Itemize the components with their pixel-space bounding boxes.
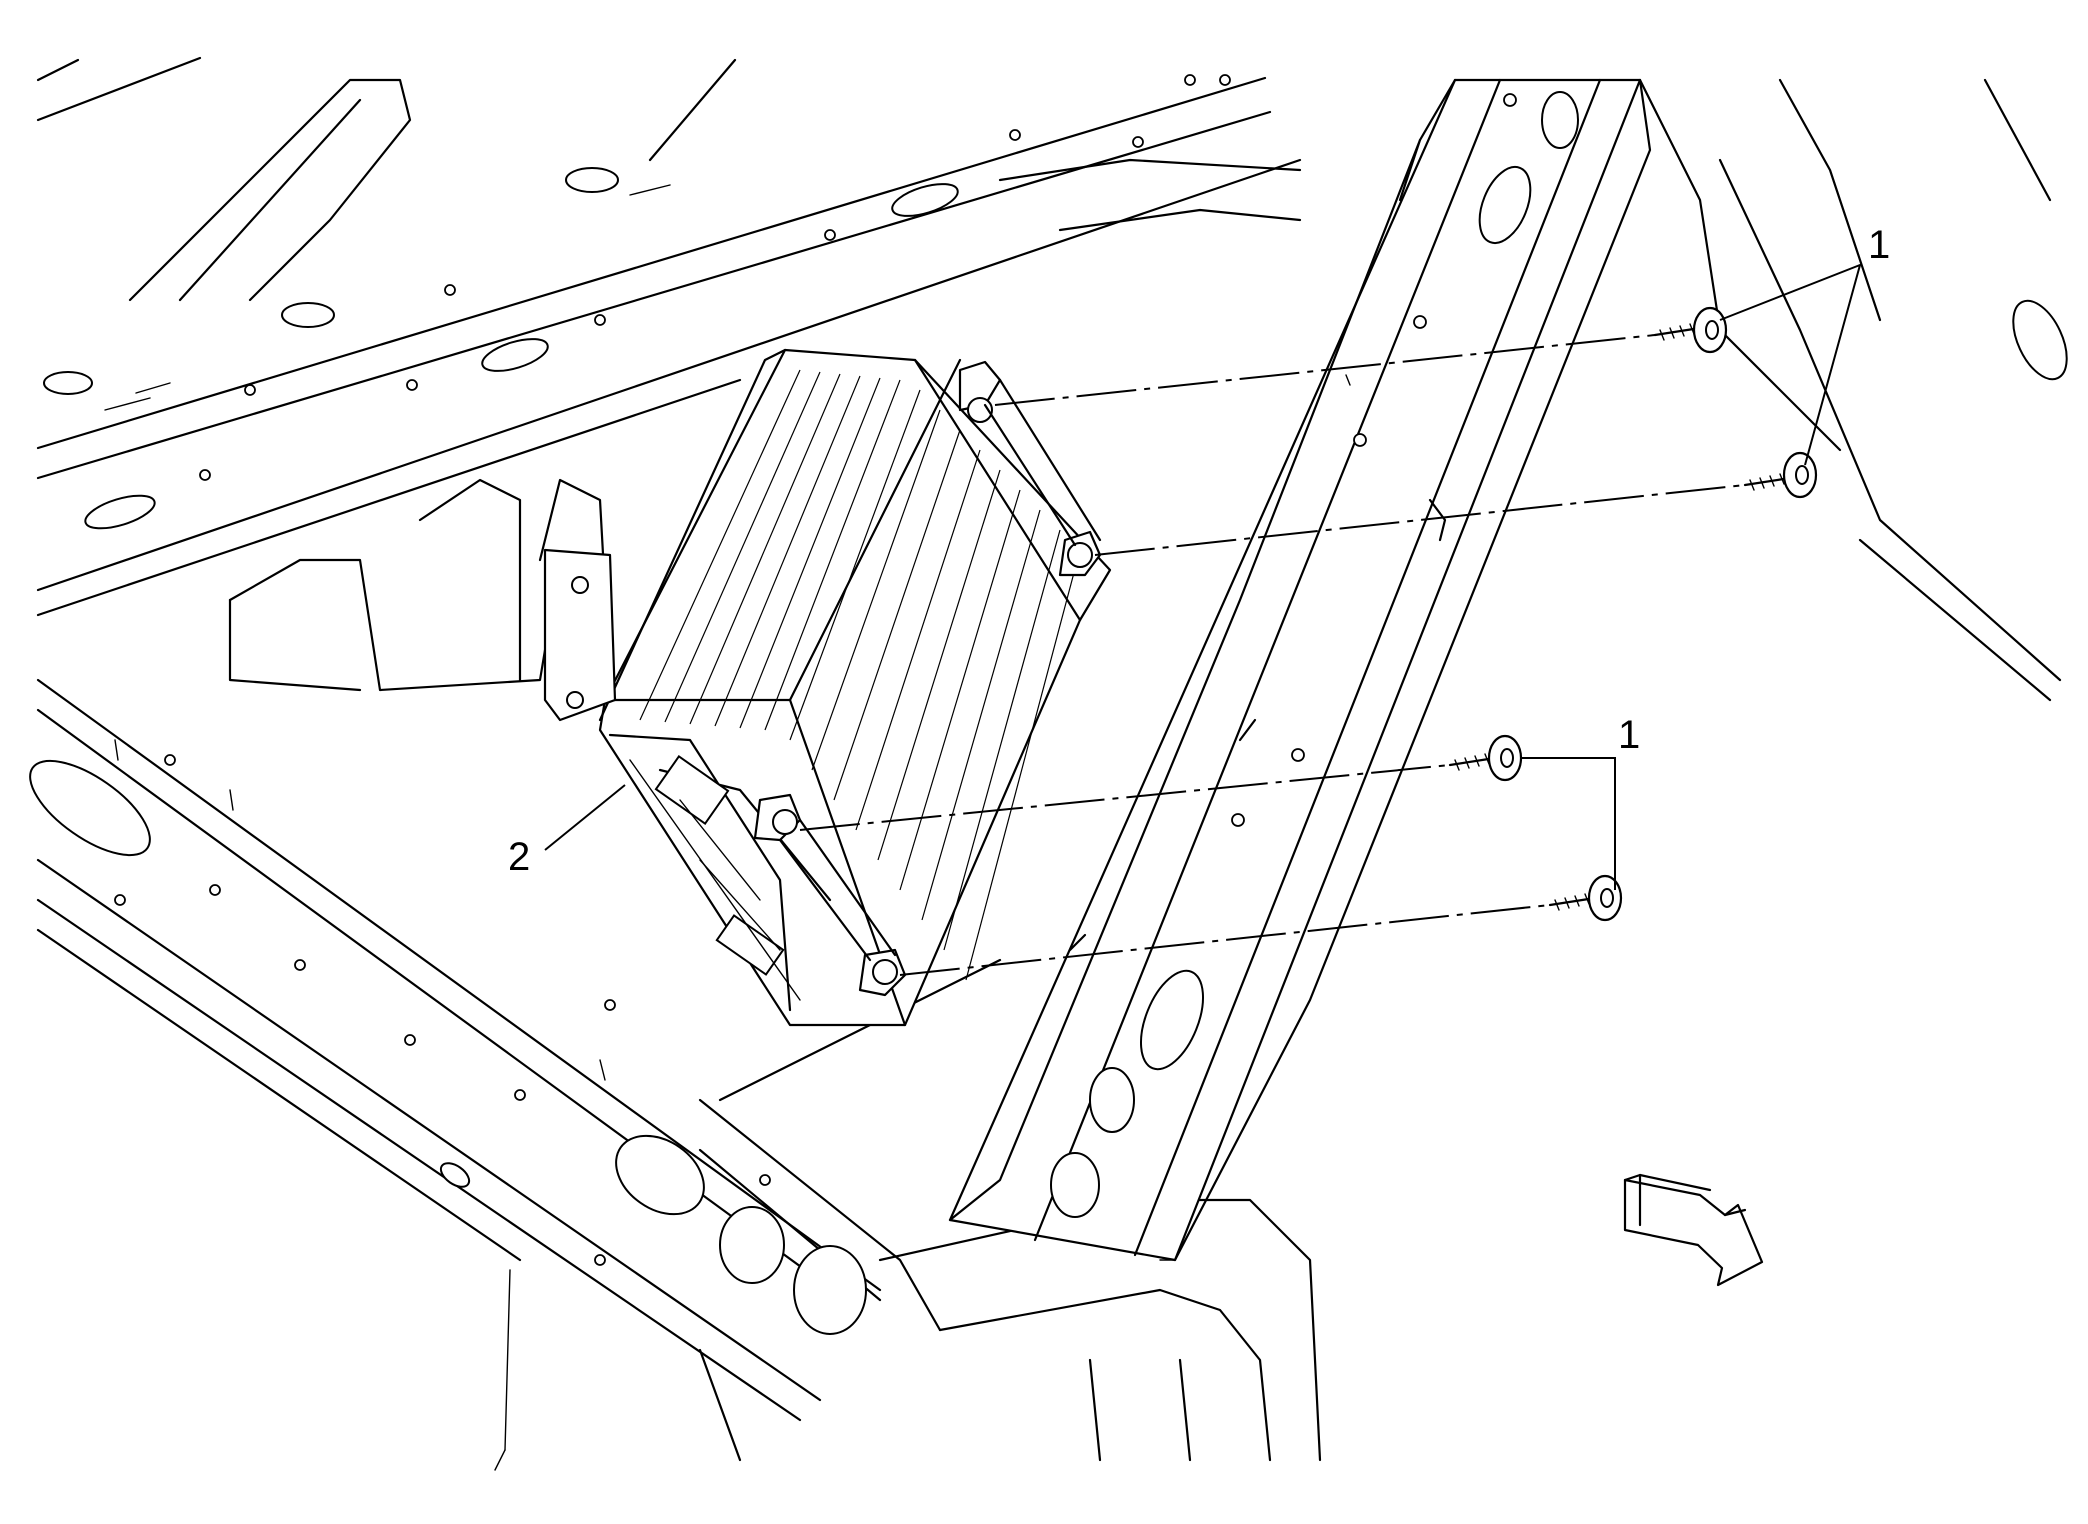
- radio-amplifier: [598, 348, 1112, 1027]
- alignment-lines: [799, 334, 1746, 976]
- amplifier-mount-tabs: [753, 360, 1102, 997]
- cooling-fins: [639, 369, 1081, 981]
- callout-leaders: [544, 263, 1862, 890]
- forward-direction-arrow-icon: [1623, 1173, 1764, 1287]
- fastener-upper-2: [1743, 451, 1818, 499]
- callout-amplifier: 2: [508, 835, 530, 879]
- floor-panel: [228, 78, 2068, 1462]
- fastener-upper-1: [1653, 306, 1728, 354]
- callout-fastener-upper: 1: [1868, 223, 1890, 267]
- amplifier-bracket: [948, 78, 1652, 1262]
- callout-fastener-lower: 1: [1618, 713, 1640, 757]
- bracket-tab: [543, 548, 617, 722]
- fastener-lower-2: [1548, 874, 1623, 922]
- fastener-lower-1: [1448, 734, 1523, 782]
- upper-body-beam: [36, 56, 1302, 617]
- amplifier-connector-end: [608, 733, 832, 1012]
- lower-body-rail: [29, 678, 942, 1471]
